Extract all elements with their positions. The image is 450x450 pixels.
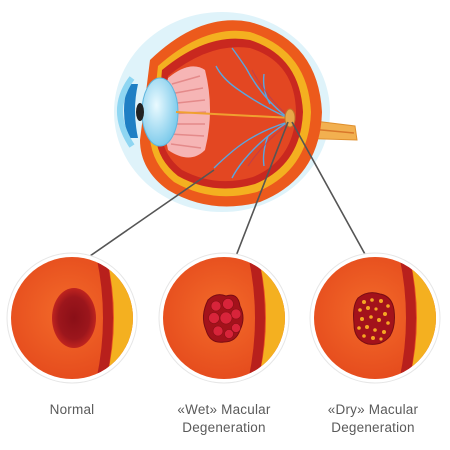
inset-normal: [6, 252, 138, 384]
wet-blood-bubbles: [208, 298, 242, 339]
retinal-vessels: [213, 47, 289, 179]
pupil: [136, 103, 144, 121]
cornea: [117, 76, 135, 148]
inset-dry-macular-degeneration: [309, 252, 441, 384]
iris: [124, 84, 138, 138]
label-wet-line2: Degeneration: [182, 420, 266, 435]
pointer-line-dry: [291, 121, 367, 257]
label-dry-macular-degeneration: «Dry» Macular Degeneration: [308, 401, 438, 437]
inset-wet-macular-degeneration: [158, 252, 290, 384]
label-dry-line1: «Dry» Macular: [327, 402, 419, 417]
label-normal-text: Normal: [49, 402, 95, 417]
macula-normal: [52, 288, 96, 348]
drusen-deposits: [357, 298, 390, 341]
label-wet-macular-degeneration: «Wet» Macular Degeneration: [159, 401, 289, 437]
eyeball-cross-section: [114, 12, 358, 212]
pointer-lines: [89, 121, 367, 257]
label-dry-line2: Degeneration: [331, 420, 415, 435]
pointer-line-normal: [89, 169, 215, 257]
label-wet-line1: «Wet» Macular: [177, 402, 271, 417]
label-normal: Normal: [22, 401, 122, 419]
pointer-line-wet: [235, 121, 289, 257]
lens: [141, 77, 179, 147]
